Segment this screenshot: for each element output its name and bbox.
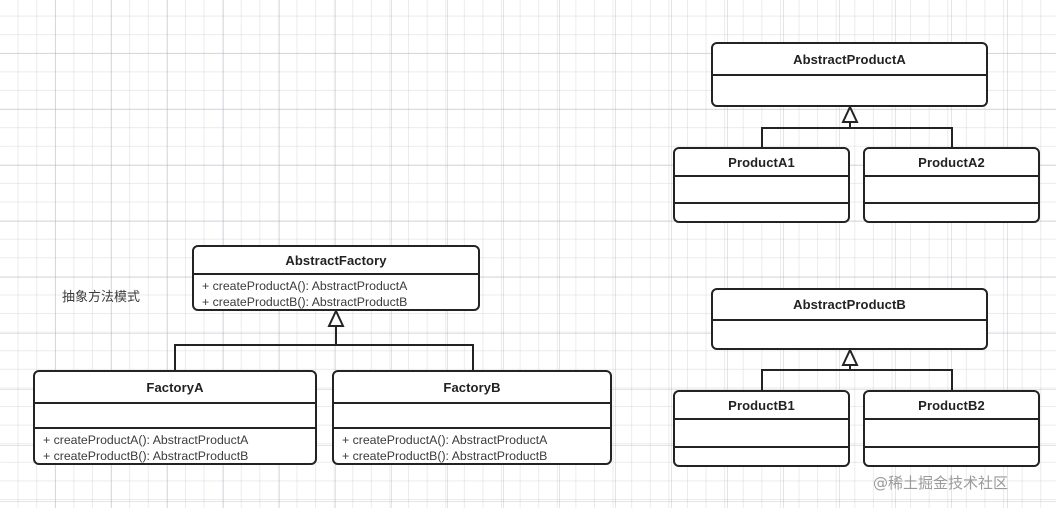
generalization-bar-abstract-product-a	[761, 127, 953, 129]
class-box-factory-a[interactable]: FactoryA + createProductA(): AbstractPro…	[33, 370, 317, 465]
class-title-product-b2: ProductB2	[918, 397, 985, 413]
generalization-bar-abstract-product-b	[761, 369, 953, 371]
generalization-drop-product-a2	[951, 127, 953, 148]
class-attributes-product-a1	[675, 175, 848, 202]
generalization-drop-factory-a	[174, 344, 176, 371]
generalization-bar-abstract-factory	[174, 344, 474, 346]
class-box-abstract-factory[interactable]: AbstractFactory + createProductA(): Abst…	[192, 245, 480, 311]
class-methods-product-a2	[865, 202, 1038, 221]
class-attributes-product-b1	[675, 418, 848, 446]
generalization-drop-product-b2	[951, 369, 953, 391]
generalization-drop-product-a1	[761, 127, 763, 148]
class-box-product-a1[interactable]: ProductA1	[673, 147, 850, 223]
class-member: + createProductB(): AbstractProductB	[43, 449, 249, 463]
class-title-factory-b: FactoryB	[443, 379, 501, 395]
diagram-label-pattern-name: 抽象方法模式	[62, 290, 141, 305]
generalization-stem-abstract-product-b	[849, 364, 851, 370]
class-methods-product-a1	[675, 202, 848, 221]
generalization-drop-product-b1	[761, 369, 763, 391]
generalization-stem-abstract-product-a	[849, 121, 851, 128]
class-title-abstract-factory: AbstractFactory	[285, 252, 387, 268]
generalization-stem-abstract-factory	[335, 325, 337, 345]
class-box-product-b1[interactable]: ProductB1	[673, 390, 850, 467]
generalization-arrowhead-abstract-factory	[325, 308, 347, 327]
class-box-abstract-product-b[interactable]: AbstractProductB	[711, 288, 988, 350]
class-member: + createProductA(): AbstractProductA	[342, 433, 548, 447]
class-title-product-a1: ProductA1	[728, 154, 795, 170]
generalization-arrowhead-abstract-product-b	[839, 347, 861, 366]
class-methods-product-b1	[675, 446, 848, 465]
class-methods-factory-a: + createProductA(): AbstractProductA + c…	[35, 427, 315, 463]
class-attributes-abstract-product-a	[713, 74, 986, 105]
class-attributes-abstract-product-b	[713, 319, 986, 348]
class-box-product-b2[interactable]: ProductB2	[863, 390, 1040, 467]
class-methods-product-b2	[865, 446, 1038, 465]
class-attributes-factory-b	[334, 402, 610, 427]
class-box-product-a2[interactable]: ProductA2	[863, 147, 1040, 223]
class-title-abstract-product-b: AbstractProductB	[793, 297, 906, 312]
class-title-abstract-product-a: AbstractProductA	[793, 51, 906, 67]
class-member: + createProductB(): AbstractProductB	[342, 449, 548, 463]
class-title-product-a2: ProductA2	[918, 154, 985, 170]
class-attributes-product-a2	[865, 175, 1038, 202]
generalization-arrowhead-abstract-product-a	[839, 104, 861, 123]
watermark-credit: @稀土掘金技术社区	[873, 474, 1009, 492]
class-attributes-factory-a	[35, 402, 315, 427]
class-box-factory-b[interactable]: FactoryB + createProductA(): AbstractPro…	[332, 370, 612, 465]
class-member: + createProductB(): AbstractProductB	[202, 295, 408, 309]
class-box-abstract-product-a[interactable]: AbstractProductA	[711, 42, 988, 107]
class-methods-abstract-factory: + createProductA(): AbstractProductA + c…	[194, 273, 478, 309]
class-member: + createProductA(): AbstractProductA	[202, 279, 408, 293]
generalization-drop-factory-b	[472, 344, 474, 371]
class-member: + createProductA(): AbstractProductA	[43, 433, 249, 447]
class-attributes-product-b2	[865, 418, 1038, 446]
class-methods-factory-b: + createProductA(): AbstractProductA + c…	[334, 427, 610, 463]
class-title-product-b1: ProductB1	[728, 397, 795, 413]
class-title-factory-a: FactoryA	[146, 379, 204, 395]
